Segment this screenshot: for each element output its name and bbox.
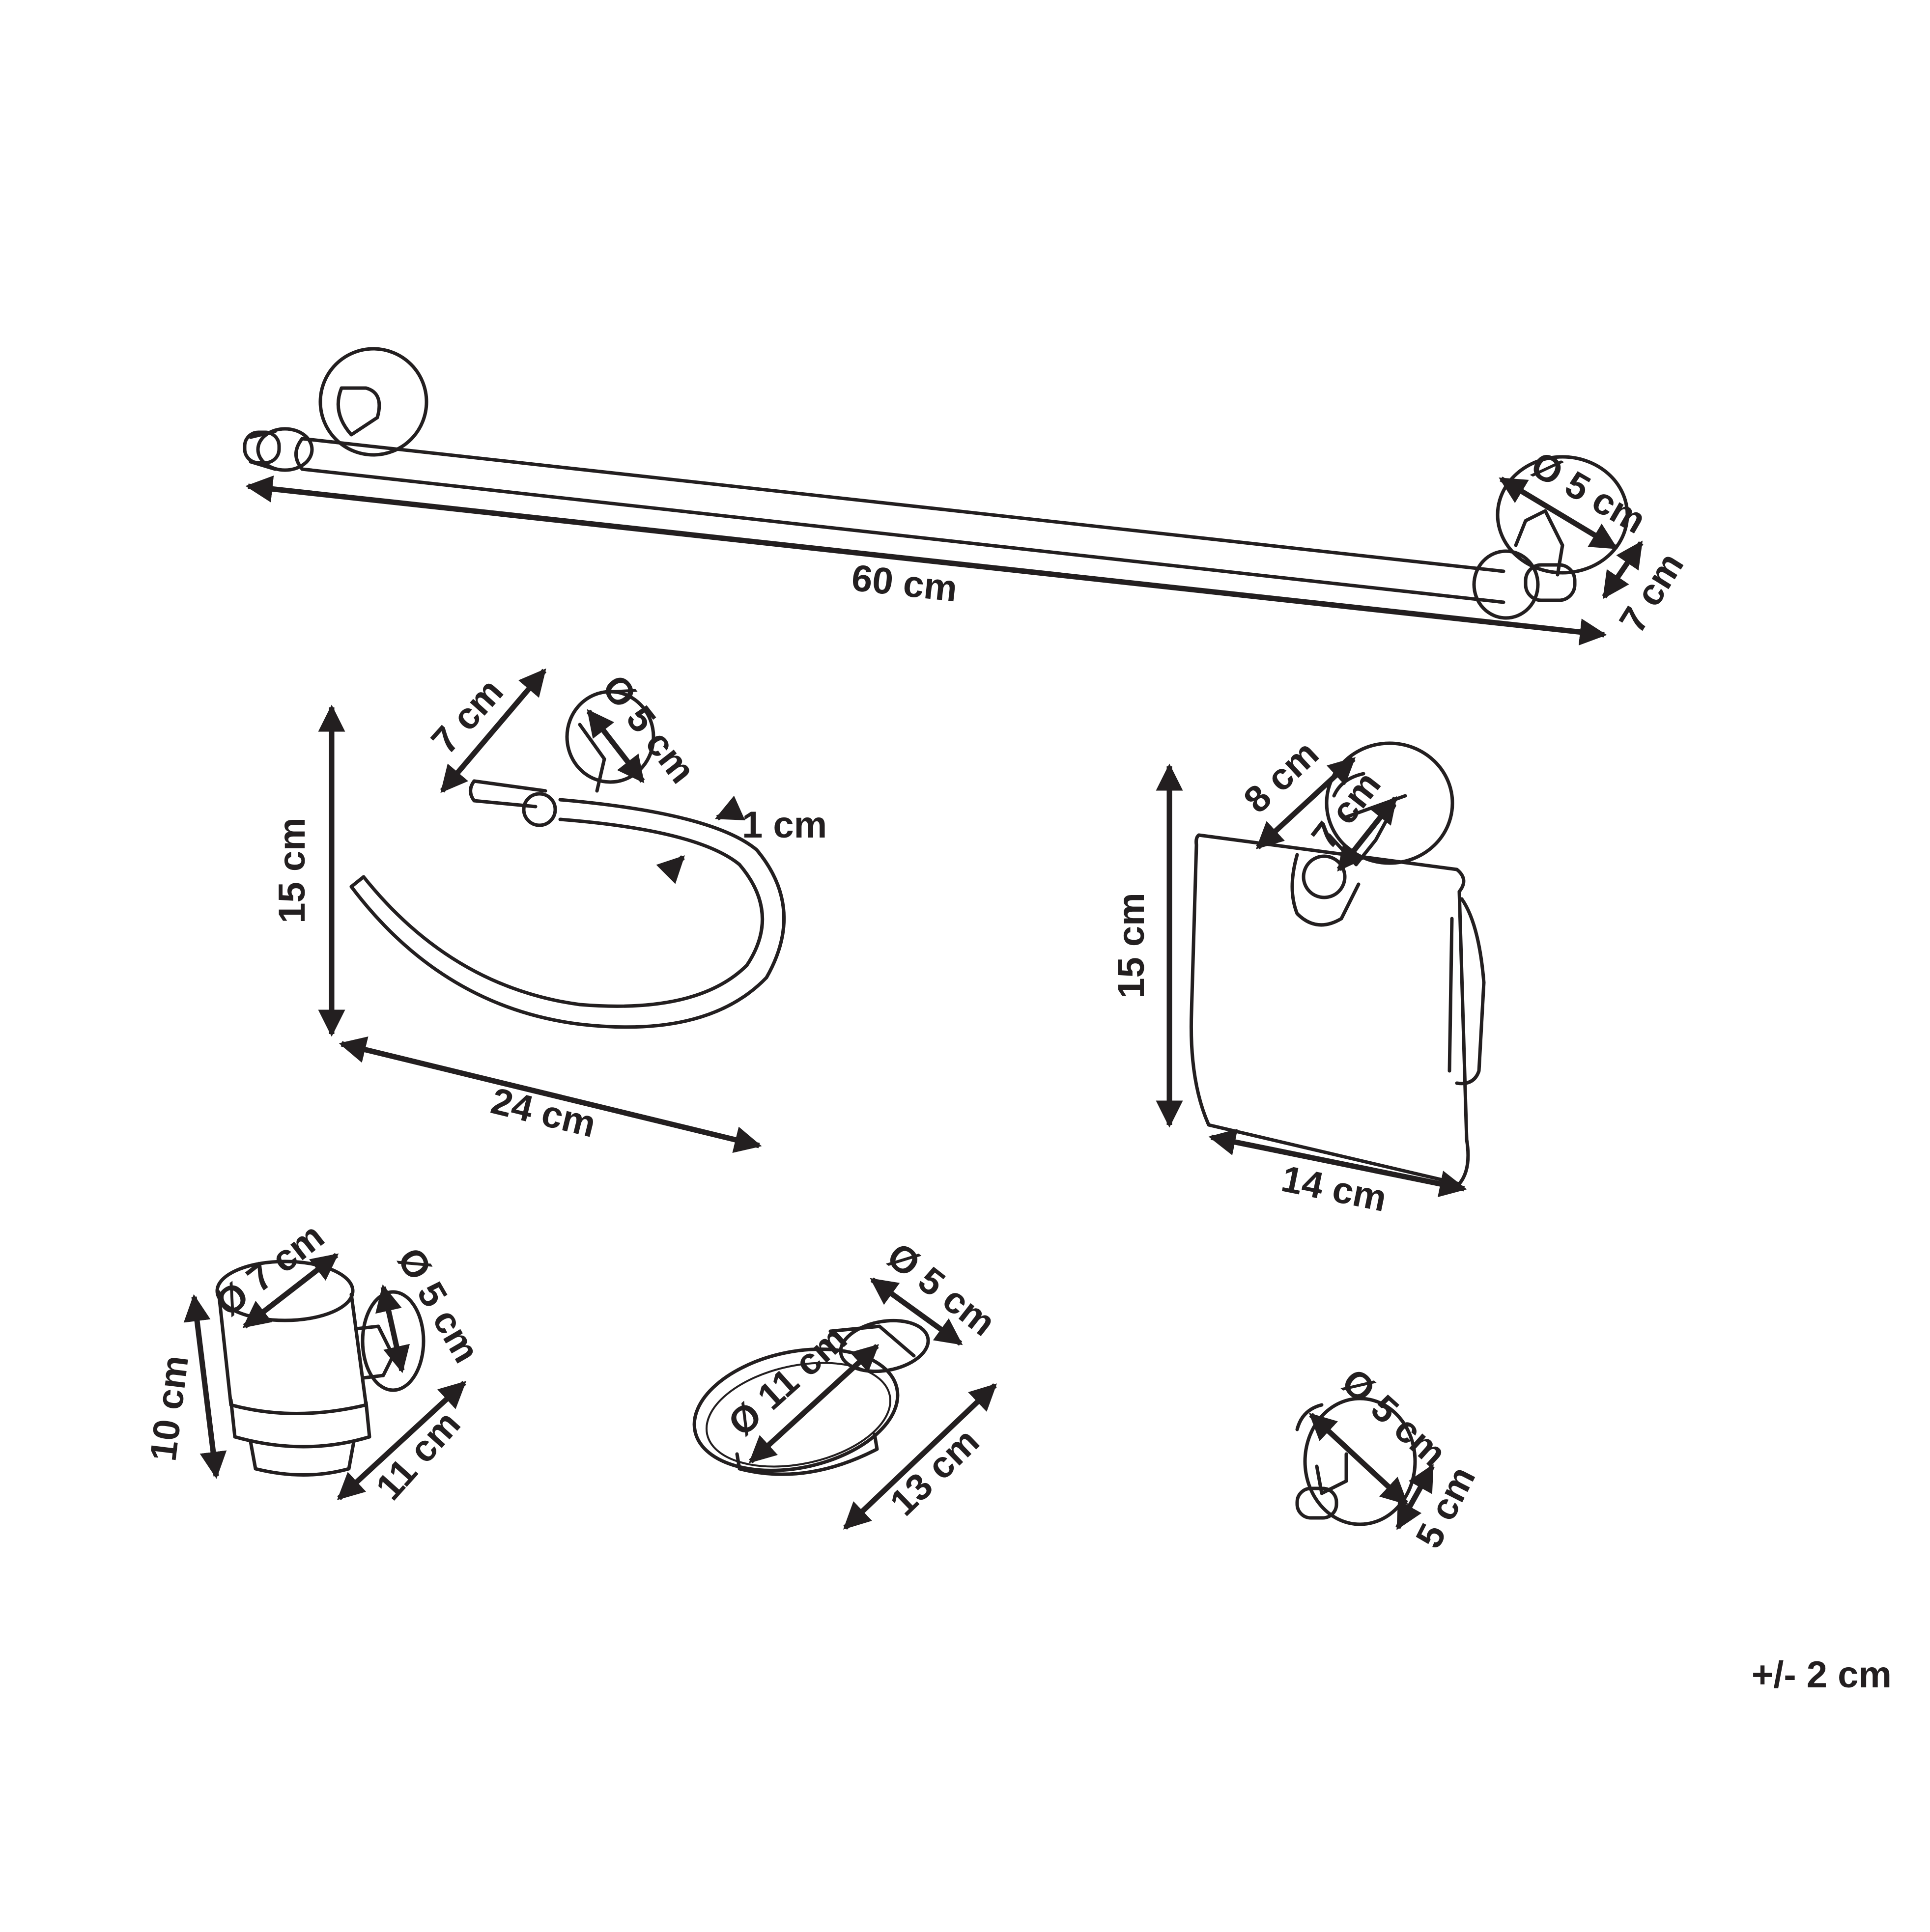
towel-ring-projection-arrow: [440, 668, 547, 793]
robe-hook-projection-arrow: [1395, 1464, 1435, 1530]
towel-ring-tube-arrow-bottom: [656, 855, 685, 884]
robe-hook-flange: [1303, 1397, 1417, 1526]
towel-ring-width-label: 24 cm: [487, 1080, 600, 1146]
towel-bar-projection-label: 7 cm: [1611, 546, 1692, 640]
robe-hook-base-arrow: [1308, 1412, 1409, 1506]
towel-bar-width-arrow: [245, 476, 1607, 645]
paper-holder-projection-label: 8 cm: [1236, 732, 1327, 821]
paper-holder-height-label: 15 cm: [1110, 893, 1152, 999]
robe-hook-projection-label: 5 cm: [1408, 1460, 1483, 1555]
soap-dish-depth-arrow: [843, 1383, 997, 1530]
towel-ring-projection-label: 7 cm: [424, 671, 511, 762]
towel-bar-left-post: [336, 386, 381, 437]
towel-bar-projection-arrow: [1602, 540, 1644, 599]
tumbler-base-label: Ø 5 cm: [389, 1241, 487, 1370]
paper-holder-base-arrow: [1336, 796, 1398, 872]
towel-ring-height-label: 15 cm: [271, 817, 313, 924]
towel-ring: [349, 690, 786, 1029]
towel-bar-base-label: Ø 5 cm: [1524, 444, 1653, 542]
paper-holder-cover: [1189, 833, 1470, 1186]
towel-bar-left-flange: [318, 347, 428, 457]
soap-dish-depth-label: 13 cm: [882, 1420, 987, 1524]
soap-dish-base-arrow: [870, 1277, 963, 1346]
towel-ring-width-arrow: [339, 1036, 762, 1153]
tumbler-depth-arrow: [337, 1380, 467, 1501]
paper-holder-width-arrow: [1208, 1128, 1467, 1198]
paper-holder-projection-arrow: [1255, 756, 1356, 850]
robe-hook-base-label: Ø 5 cm: [1334, 1361, 1454, 1475]
paper-holder-width-label: 14 cm: [1278, 1158, 1390, 1220]
tumbler-height-arrow: [183, 1294, 227, 1479]
tumbler-height-label: 10 cm: [142, 1353, 197, 1463]
towel-ring-tube-label: 1 cm: [742, 804, 827, 846]
tumbler-base-arrow: [375, 1284, 410, 1373]
soap-dish-diameter-arrow: [748, 1344, 880, 1464]
towel-ring-tube-arrow-top: [714, 795, 745, 821]
tolerance-note: +/- 2 cm: [1752, 1654, 1892, 1696]
tumbler-cup-arrow: [242, 1253, 339, 1329]
towel-ring-base-label: Ø 5 cm: [594, 667, 704, 791]
paper-holder-base-label: 7 cm: [1304, 764, 1389, 857]
towel-ring-base-arrow: [586, 709, 645, 784]
towel-bar-base-arrow: [1499, 476, 1618, 550]
